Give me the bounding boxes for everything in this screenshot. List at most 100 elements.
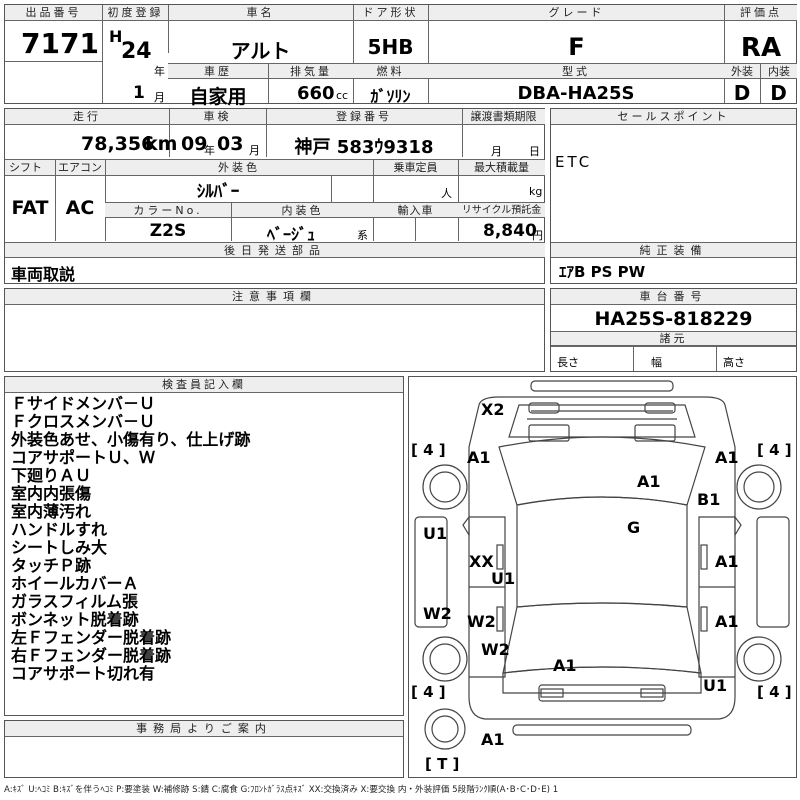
history-label: 車歴 [168,63,268,79]
later-label: 後日発送部品 [5,242,545,258]
office-box: 事務局よりご案内 [4,720,404,778]
mileage-unit: km [145,133,178,155]
note-line: Ｆクロスメンバ－Ｕ [11,412,156,431]
import-label: 輸入車 [373,202,458,218]
car-name-label: 車名 [168,5,353,21]
month-value: 1 [133,83,145,103]
note-line: コアサポートＵ、Ｗ [11,448,156,467]
tire-tread-left-front: [ 4 ] [411,441,446,459]
inspection-label: 車検 [169,109,266,125]
mileage-label: 走行 [5,109,169,125]
damage-mark-a1-right-front: A1 [715,448,739,467]
equipment-label: 純正装備 [551,242,796,258]
recycle-unit: 円 [532,229,543,242]
month-unit: 月 [154,91,165,104]
caution-box: 注意事項欄 [4,288,545,372]
damage-mark-a1-left-front: A1 [467,448,491,467]
damage-mark-u1-left: U1 [423,524,448,543]
note-line: 室内薄汚れ [11,502,92,521]
damage-mark-g: G [627,518,641,537]
note-line: シートしみ大 [11,538,108,557]
damage-mark-a1-right-1: A1 [715,552,739,571]
first-reg-label: 初度登録 [103,5,168,21]
int-color-label: 内装色 [231,202,373,218]
tire-tread-right-rear: [ 4 ] [757,683,792,701]
grade-value: F [568,33,585,61]
interior-label: 内装 [760,63,797,79]
inspection-month: 03 [217,133,244,155]
fuel-value: ｶﾞｿﾘﾝ [370,87,411,106]
ext-color-value: ｼﾙﾊﾞｰ [196,182,240,202]
year-unit: 年 [154,65,165,78]
capacity-label: 乗車定員 [373,160,458,176]
inspection-month-unit: 月 [249,144,260,157]
recycle-label: リサイクル預託金 [458,202,545,218]
caution-label: 注意事項欄 [5,289,544,305]
inspector-label: 検査員記入欄 [5,377,403,393]
note-line: コアサポート切れ有 [11,664,156,683]
inspector-box: 検査員記入欄 Ｆサイドメンバ－Ｕ Ｆクロスメンバ－Ｕ 外装色あせ、小傷有り、仕上… [4,376,404,716]
interior-value: D [770,81,787,105]
dims-label: 諸元 [551,331,796,346]
note-line: 右Ｆフェンダー脱着跡 [11,646,172,665]
damage-mark-a1-roof: A1 [637,472,661,491]
chassis-label: 車台番号 [551,289,796,305]
vehicle-info-box: 走行 車検 登録番号 譲渡書類期限 78,356 km 09 年 03 月 神戸… [4,108,545,284]
lot-label: 出品番号 [5,5,102,21]
model-label: 型式 [428,63,724,79]
damage-mark-x2: X2 [481,400,505,419]
chassis-value: HA25S-818229 [594,308,753,330]
header-box: 出品番号 初度登録 車名 ドア形状 グレード 評価点 7171 H 24 年 ア… [4,4,797,108]
transfer-label: 譲渡書類期限 [462,109,545,125]
equipment-value: ｴｱB PS PW [559,263,646,281]
shift-value: FAT [11,197,49,219]
ac-value: AC [65,197,95,219]
later-value: 車両取説 [11,265,76,284]
displacement-unit: cc [336,89,349,102]
note-line: 室内内張傷 [11,484,92,503]
shift-label: シフト [5,160,55,176]
chassis-box: 車台番号 HA25S-818229 諸元 長さ 幅 高さ [550,288,797,372]
damage-mark-a1-rear: A1 [553,656,577,675]
exterior-label: 外装 [724,63,760,79]
damage-mark-a1-bottom: A1 [481,730,505,749]
inspection-year: 09 [181,133,208,155]
displacement-value: 660 [297,83,335,104]
history-value: 自家用 [189,86,247,108]
width-label: 幅 [651,356,662,369]
height-label: 高さ [723,356,745,369]
note-line: 外装色あせ、小傷有り、仕上げ跡 [11,430,251,449]
max-load-unit: kg [529,185,543,198]
inspection-year-unit: 年 [204,144,215,157]
capacity-unit: 人 [441,187,452,200]
max-load-label: 最大積載量 [458,160,545,176]
damage-mark-xx: XX [469,552,494,571]
note-line: Ｆサイドメンバ－Ｕ [11,394,156,413]
note-line: 左Ｆフェンダー脱着跡 [11,628,172,647]
note-line: タッチＰ跡 [11,556,92,575]
tire-tread-left-rear: [ 4 ] [411,683,446,701]
damage-mark-a1-right-2: A1 [715,612,739,631]
tire-tread-right-front: [ 4 ] [757,441,792,459]
color-no-value: Z2S [149,221,187,241]
note-line: ボンネット脱着跡 [11,610,139,629]
mileage-value: 78,356 [81,133,155,155]
score-label: 評価点 [725,5,797,21]
length-label: 長さ [557,356,579,369]
door-value: 5HB [367,35,414,59]
note-line: ホイールカバーＡ [11,574,139,593]
displacement-label: 排気量 [268,63,353,79]
ext-color-label: 外装色 [105,160,373,176]
damage-mark-w2-mid: W2 [467,612,496,631]
transfer-day-unit: 日 [529,145,540,158]
transfer-month-unit: 月 [491,145,502,158]
sales-point-value: ETC [555,153,593,171]
int-color-unit: 系 [357,229,368,242]
door-label: ドア形状 [353,5,428,21]
ac-label: エアコン [55,160,105,176]
damage-mark-w2-low: W2 [481,640,510,659]
lot-value: 7171 [21,27,99,60]
damage-mark-w2-left: W2 [423,604,452,623]
reg-no-label: 登録番号 [266,109,462,125]
int-color-value: ﾍﾞｰｼﾞｭ [266,225,315,244]
